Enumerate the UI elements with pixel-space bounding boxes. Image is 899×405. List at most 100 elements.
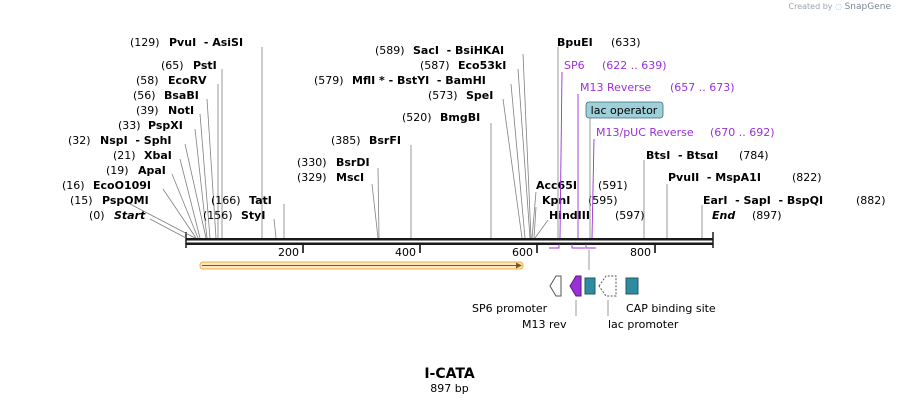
site-ecoo109i[interactable]: (16) EcoO109I (62, 179, 151, 192)
site-names: Eco53kI (458, 59, 506, 72)
ruler-label: 200 (278, 246, 299, 259)
site-names: Start (114, 209, 146, 222)
site-names: PstI (193, 59, 217, 72)
site-end[interactable]: End (897) (712, 209, 782, 222)
ruler: 200 400 600 800 (278, 245, 656, 259)
primer-m13-reverse[interactable]: M13 Reverse (657 .. 673) (580, 81, 735, 94)
primer-range: (622 .. 639) (602, 59, 667, 72)
sp6-promoter-glyph[interactable] (549, 275, 562, 297)
site-position: (579) (314, 74, 344, 87)
site-position: (520) (402, 111, 432, 124)
site-names: EcoRV (168, 74, 207, 87)
site-position: (56) (133, 89, 156, 102)
site-psti[interactable]: (65) PstI (161, 59, 217, 72)
site-position: (39) (136, 104, 159, 117)
site-styi[interactable]: (156) StyI (203, 209, 265, 222)
snapgene-credit: Created by ◌ SnapGene (789, 2, 892, 12)
primer-sp6[interactable]: SP6 (622 .. 639) (564, 59, 667, 72)
lac-operator-feature[interactable]: lac operator (585, 101, 664, 238)
site-names: HindIII (549, 209, 590, 222)
primers: SP6 (622 .. 639) M13 Reverse (657 .. 673… (564, 59, 775, 139)
primer-name: SP6 (564, 59, 585, 72)
sequence-backbone (185, 232, 714, 248)
site-names: EarI - SapI - BspQI (703, 194, 823, 207)
site-xbai[interactable]: (21) XbaI (113, 149, 172, 162)
site-spei[interactable]: (573) SpeI (428, 89, 493, 102)
site-bsrfi[interactable]: (385) BsrFI (331, 134, 401, 147)
lac-operator-glyph[interactable] (584, 277, 596, 295)
site-position: (0) (89, 209, 105, 222)
site-bpuei[interactable]: BpuEI (633) (557, 36, 641, 49)
site-apai[interactable]: (19) ApaI (106, 164, 166, 177)
site-position: (633) (611, 36, 641, 49)
feature-label-sp6-promoter[interactable]: SP6 promoter (472, 302, 548, 315)
site-position: (58) (136, 74, 159, 87)
site-hindiii[interactable]: HindIII (597) (549, 209, 645, 222)
site-mfli[interactable]: (579) MflI * - BstYI - BamHI (314, 74, 486, 87)
site-names: PvuII - MspA1I (668, 171, 761, 184)
site-position: (156) (203, 209, 233, 222)
primer-range: (670 .. 692) (710, 126, 775, 139)
cap-binding-site-glyph[interactable] (625, 277, 639, 295)
site-position: (587) (420, 59, 450, 72)
site-btsi[interactable]: BtsI - BtsαI (784) (646, 149, 769, 162)
primer-name: M13/pUC Reverse (596, 126, 694, 139)
feature-label-lac-promoter[interactable]: lac promoter (608, 318, 679, 331)
site-acc65i[interactable]: Acc65I (591) (536, 179, 628, 192)
primer-m13-puc-reverse[interactable]: M13/pUC Reverse (670 .. 692) (596, 126, 775, 139)
orf-arrow[interactable] (199, 261, 524, 270)
site-names: StyI (241, 209, 265, 222)
feature-labels: SP6 promoter M13 rev lac promoter CAP bi… (472, 302, 716, 331)
site-names: BpuEI (557, 36, 593, 49)
primer-name: M13 Reverse (580, 81, 651, 94)
site-names: BmgBI (440, 111, 480, 124)
site-position: (595) (588, 194, 618, 207)
site-names: NotI (168, 104, 194, 117)
site-nspi[interactable]: (32) NspI - SphI (68, 134, 172, 147)
credit-brand: SnapGene (844, 2, 891, 12)
site-pvuii[interactable]: PvuII - MspA1I (822) (668, 171, 822, 184)
m13-rev-glyph[interactable] (569, 275, 582, 297)
site-tati[interactable]: (166) TatI (211, 194, 272, 207)
site-saci[interactable]: (589) SacI - BsiHKAI (375, 44, 504, 57)
site-names: TatI (249, 194, 272, 207)
site-position: (21) (113, 149, 136, 162)
site-names: BsrFI (369, 134, 401, 147)
site-names: BsrDI (336, 156, 370, 169)
site-bsabi[interactable]: (56) BsaBI (133, 89, 199, 102)
sequence-name: I-CATA (424, 366, 475, 382)
feature-label-cap-binding-site[interactable]: CAP binding site (626, 302, 716, 315)
site-bsrdi[interactable]: (330) BsrDI (297, 156, 370, 169)
site-names: SacI - BsiHKAI (413, 44, 504, 57)
site-pspxi[interactable]: (33) PspXI (118, 119, 183, 132)
site-start[interactable]: (0) Start (89, 209, 146, 222)
feature-leaders (575, 250, 609, 316)
site-position: (784) (739, 149, 769, 162)
site-kpni[interactable]: KpnI (595) (542, 194, 618, 207)
site-msci[interactable]: (329) MscI (297, 171, 364, 184)
site-leader-lines (129, 47, 703, 239)
feature-label-m13-rev[interactable]: M13 rev (522, 318, 567, 331)
site-eari[interactable]: EarI - SapI - BspQI (882) (703, 194, 886, 207)
site-names: BtsI - BtsαI (646, 149, 718, 162)
site-noti[interactable]: (39) NotI (136, 104, 194, 117)
site-names: End (712, 209, 735, 222)
lac-promoter-glyph[interactable] (598, 275, 617, 297)
site-eco53ki[interactable]: (587) Eco53kI (420, 59, 506, 72)
site-position: (882) (856, 194, 886, 207)
site-names: EcoO109I (93, 179, 151, 192)
site-bmgbi[interactable]: (520) BmgBI (402, 111, 480, 124)
site-pvui[interactable]: (129) PvuI - AsiSI (130, 36, 243, 49)
site-names: KpnI (542, 194, 570, 207)
primer-range: (657 .. 673) (670, 81, 735, 94)
site-position: (597) (615, 209, 645, 222)
site-names: MscI (336, 171, 364, 184)
site-position: (33) (118, 119, 141, 132)
lac-operator-label: lac operator (591, 104, 658, 117)
site-names: PspOMI (102, 194, 149, 207)
site-pspomi[interactable]: (15) PspOMI (70, 194, 149, 207)
site-ecorv[interactable]: (58) EcoRV (136, 74, 207, 87)
site-position: (822) (792, 171, 822, 184)
site-names: NspI - SphI (100, 134, 172, 147)
